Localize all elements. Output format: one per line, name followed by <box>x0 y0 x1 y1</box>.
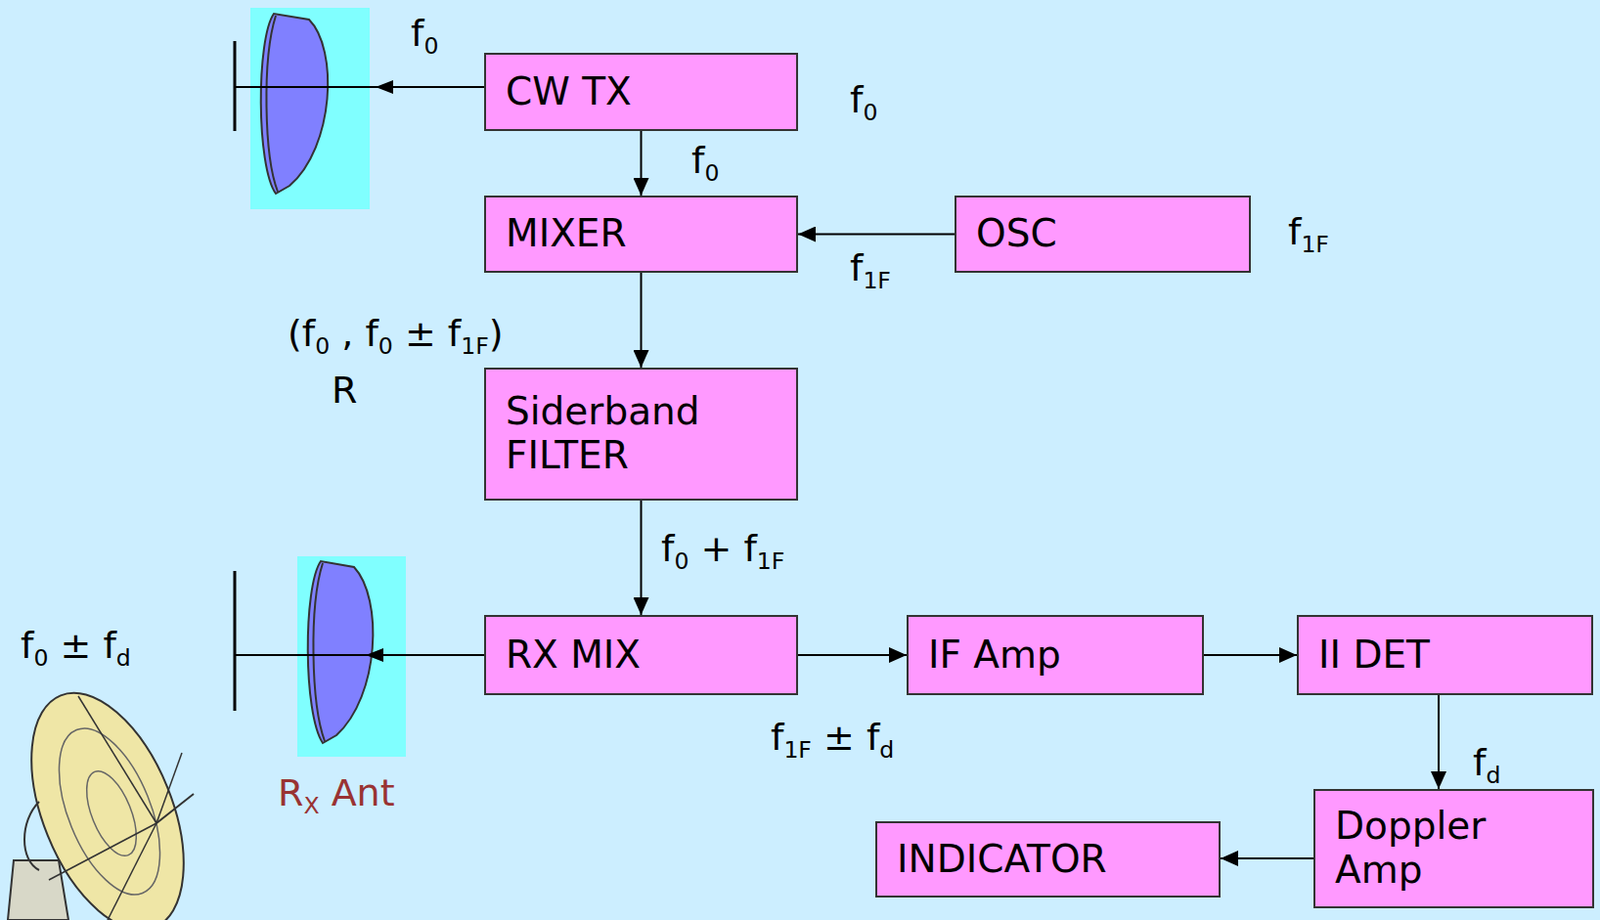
antenna-mast <box>233 571 237 712</box>
antenna-dish <box>261 13 328 194</box>
signal-label: f1F <box>1288 212 1330 254</box>
process-box: INDICATOR <box>875 821 1221 898</box>
dish-strut <box>48 823 157 881</box>
antenna-rim <box>266 15 278 192</box>
process-box: Siderband FILTER <box>484 367 799 501</box>
process-box: OSC <box>954 195 1251 273</box>
process-box: RX MIX <box>484 615 799 696</box>
signal-label: fd <box>1472 743 1501 785</box>
signal-arrow <box>798 654 907 657</box>
signal-label: f0 ± fd <box>20 625 132 667</box>
signal-label: R <box>331 370 357 412</box>
signal-arrow <box>1203 654 1297 657</box>
block-label: Doppler Amp <box>1334 804 1573 893</box>
signal-label: f0 <box>691 140 719 182</box>
dish-feed <box>156 794 194 824</box>
block-label: MIXER <box>505 212 627 257</box>
signal-label: (f0 , f0 ± f1F) <box>287 313 504 356</box>
dish-ring <box>38 714 180 909</box>
block-label: IF Amp <box>928 633 1062 678</box>
signal-label: f0 <box>410 13 439 55</box>
signal-label: f0 <box>849 80 878 122</box>
signal-arrow <box>640 272 643 368</box>
antenna-backdrop <box>250 7 370 210</box>
signal-arrow <box>640 500 643 616</box>
signal-arrow <box>1437 695 1440 790</box>
dish-strut <box>78 696 157 824</box>
signal-label: f1F <box>849 248 891 290</box>
process-box: MIXER <box>484 195 799 273</box>
dish-strut <box>107 823 157 920</box>
antenna-rim <box>312 563 325 742</box>
signal-label: f1F ± fd <box>770 717 894 759</box>
block-label: CW TX <box>505 70 632 115</box>
dish-reflector <box>0 671 215 920</box>
process-box: II DET <box>1296 615 1594 696</box>
antenna-label: RX Ant <box>277 773 396 815</box>
antenna-backdrop <box>297 556 406 757</box>
antenna-feed-line <box>234 86 485 89</box>
antenna-feed-line <box>234 654 485 657</box>
signal-arrow <box>798 233 955 236</box>
signal-label: f0 + f1F <box>661 529 785 571</box>
process-box: IF Amp <box>906 615 1204 696</box>
block-label: Siderband FILTER <box>505 390 777 479</box>
process-box: Doppler Amp <box>1313 789 1595 909</box>
block-label: RX MIX <box>505 633 641 678</box>
arrow-head <box>365 648 384 663</box>
dish-mount <box>24 801 40 871</box>
antenna-dish <box>308 561 374 744</box>
signal-arrow <box>1220 857 1314 860</box>
radar-dish-picture <box>0 671 215 920</box>
block-label: INDICATOR <box>896 838 1108 883</box>
process-box: CW TX <box>484 52 799 132</box>
signal-arrow <box>640 131 643 196</box>
arrow-head <box>375 80 394 94</box>
block-label: II DET <box>1318 633 1430 678</box>
block-label: OSC <box>976 212 1058 257</box>
